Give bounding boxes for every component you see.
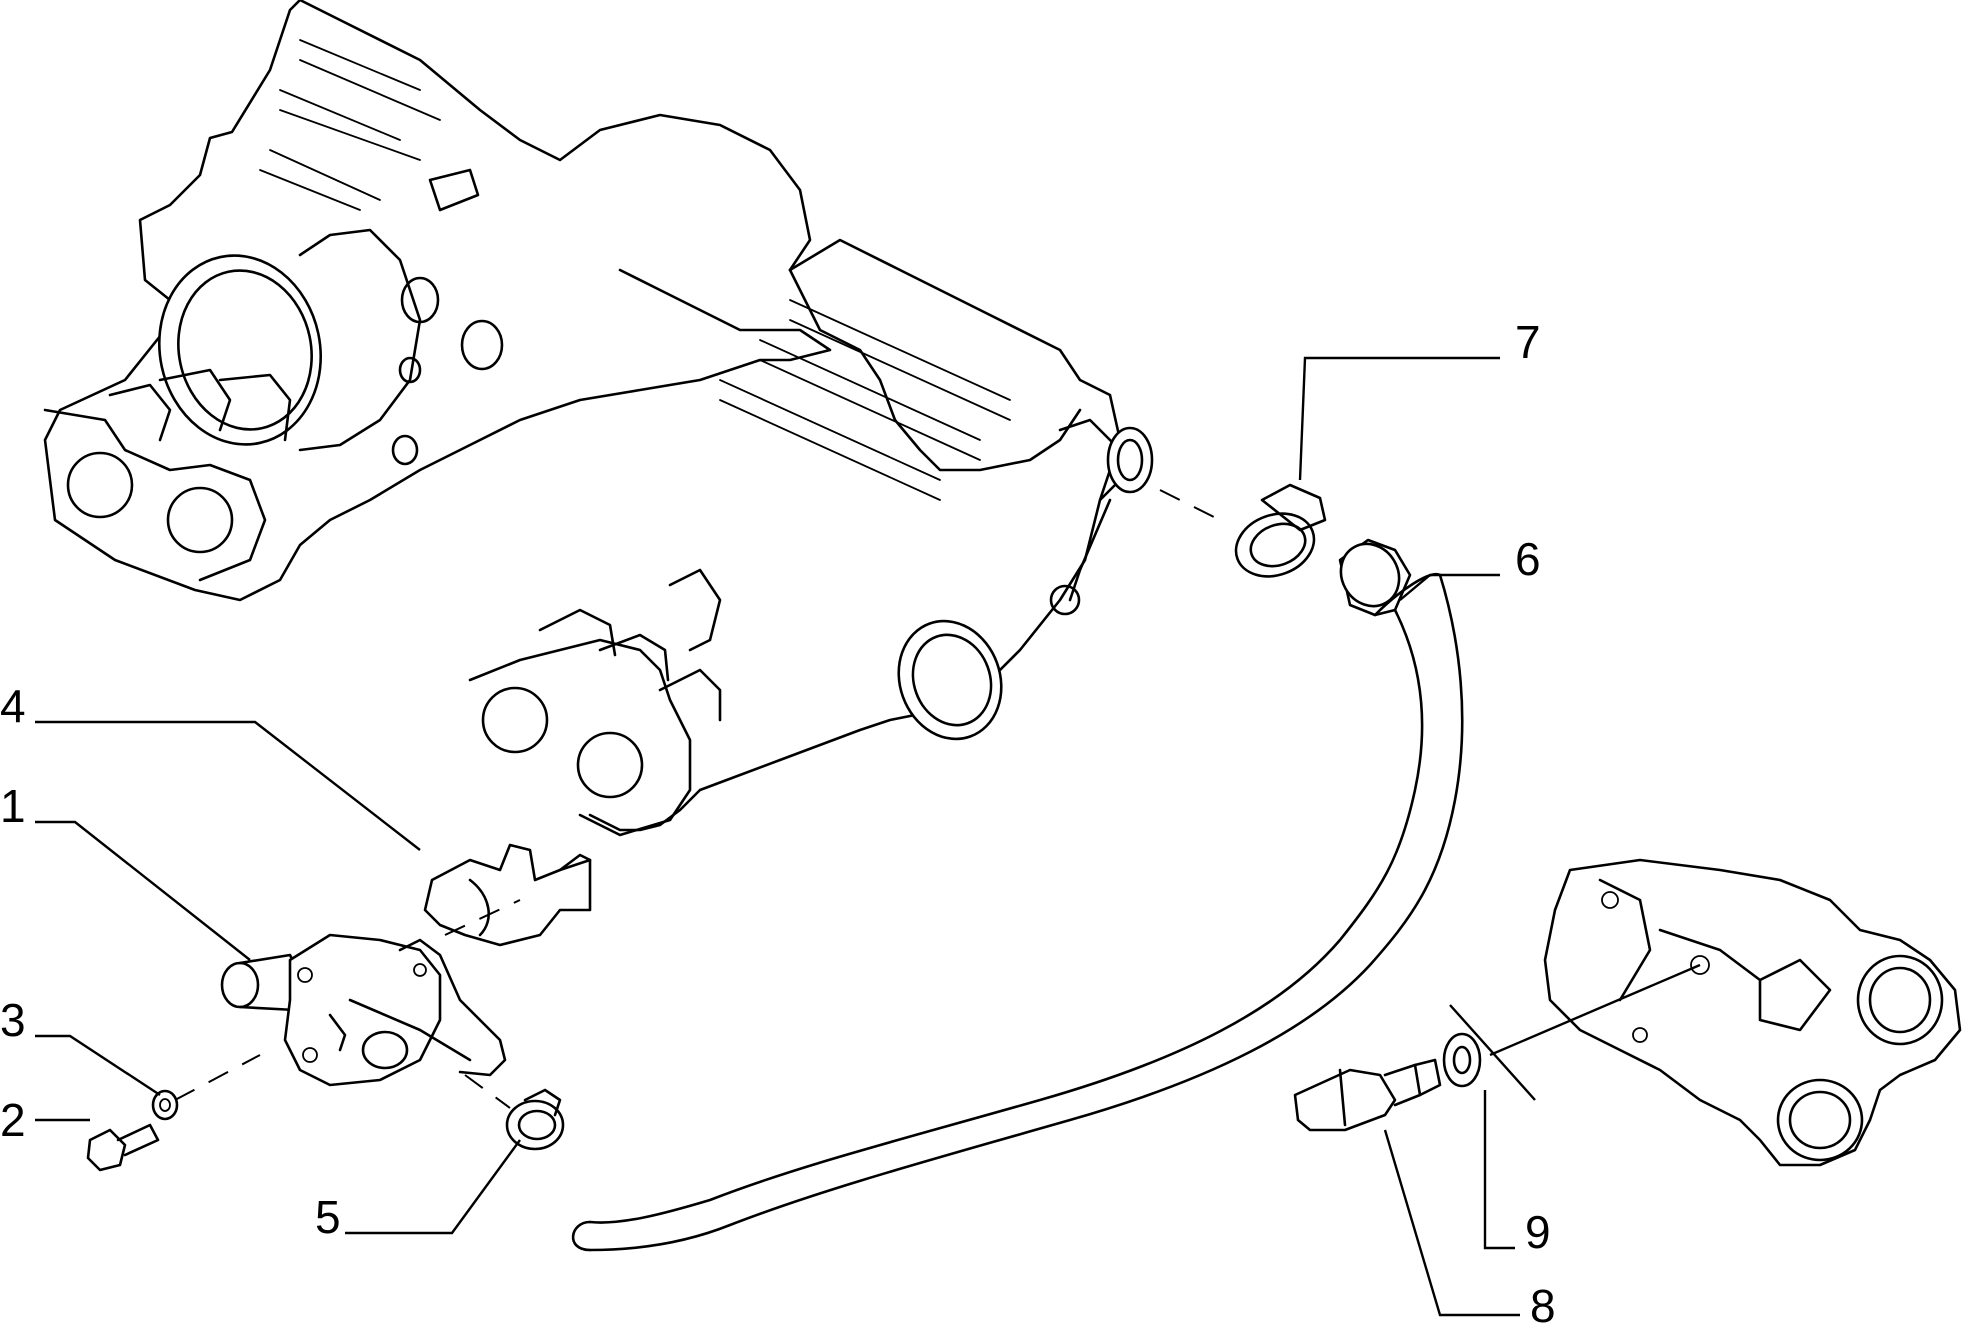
callout-6: 6 bbox=[1515, 533, 1541, 585]
sealing-washer bbox=[1442, 1032, 1482, 1088]
callout-8: 8 bbox=[1530, 1280, 1556, 1328]
callout-labels: 1 2 3 4 5 6 7 8 9 bbox=[0, 316, 1556, 1328]
callout-4: 4 bbox=[0, 680, 26, 732]
mounting-bracket bbox=[423, 843, 592, 947]
bolt bbox=[86, 1123, 160, 1172]
callout-5: 5 bbox=[315, 1191, 341, 1243]
thermostat-housing bbox=[1543, 858, 1962, 1167]
callout-2: 2 bbox=[0, 1094, 26, 1146]
water-outlet-housing bbox=[220, 933, 507, 1087]
assembly-lines bbox=[174, 489, 1701, 1109]
temperature-sender bbox=[1293, 1058, 1442, 1132]
hose-clamp-upper bbox=[1234, 483, 1327, 578]
hose-clamp-lower bbox=[505, 1088, 565, 1151]
intake-manifold bbox=[43, 0, 1154, 837]
coolant-hose bbox=[571, 538, 1464, 1252]
leader-lines bbox=[35, 356, 1520, 1317]
callout-3: 3 bbox=[0, 994, 26, 1046]
callout-7: 7 bbox=[1515, 316, 1541, 368]
callout-9: 9 bbox=[1525, 1206, 1551, 1258]
washer bbox=[151, 1089, 179, 1121]
callout-1: 1 bbox=[0, 780, 26, 832]
